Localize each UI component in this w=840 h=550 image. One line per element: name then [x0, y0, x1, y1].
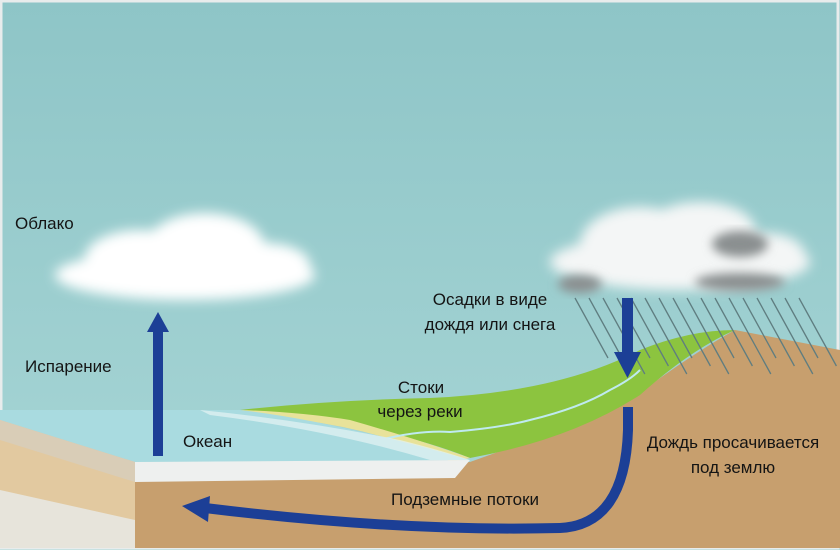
- ocean-foam: [200, 410, 470, 460]
- rain-streak: [770, 297, 814, 375]
- evaporation-arrow: [147, 312, 169, 456]
- label-groundwater: Подземные потоки: [390, 490, 540, 509]
- sand-block-edge: [0, 420, 135, 482]
- label-evaporation: Испарение: [25, 357, 112, 376]
- label-runoff-2: через реки: [377, 402, 463, 421]
- label-precipitation-1: Осадки в виде: [432, 290, 548, 309]
- label-cloud: Облако: [15, 214, 74, 233]
- label-runoff-1: Стоки: [397, 378, 445, 397]
- rain-cloud: [550, 202, 810, 293]
- rain-streak: [784, 297, 819, 359]
- rain-streak: [714, 297, 753, 367]
- rain-streak: [658, 297, 693, 359]
- rain-streak: [644, 297, 688, 375]
- rain-streak: [672, 297, 711, 367]
- left-cloud: [55, 213, 315, 300]
- rain-streak: [700, 297, 735, 359]
- rain-streak: [756, 297, 795, 367]
- rain-lines: [574, 297, 837, 375]
- rain-streak: [728, 297, 772, 375]
- label-infiltration-2: под землю: [690, 458, 776, 477]
- label-precipitation-2: дождя или снега: [424, 315, 556, 334]
- rain-streak: [742, 297, 777, 359]
- ocean-front-face: [135, 460, 470, 482]
- rain-streak: [686, 297, 730, 375]
- rain-streak: [630, 297, 669, 367]
- rain-streak: [574, 297, 609, 359]
- label-ocean: Океан: [183, 432, 233, 451]
- precipitation-arrow: [614, 298, 641, 378]
- river: [379, 369, 641, 441]
- land: [135, 330, 840, 548]
- rain-streak: [798, 297, 837, 367]
- label-infiltration-1: Дождь просачивается: [646, 433, 820, 452]
- groundwater-arrow: [182, 407, 633, 534]
- ocean-surface: [0, 410, 470, 462]
- sand-block-bottom: [0, 490, 135, 548]
